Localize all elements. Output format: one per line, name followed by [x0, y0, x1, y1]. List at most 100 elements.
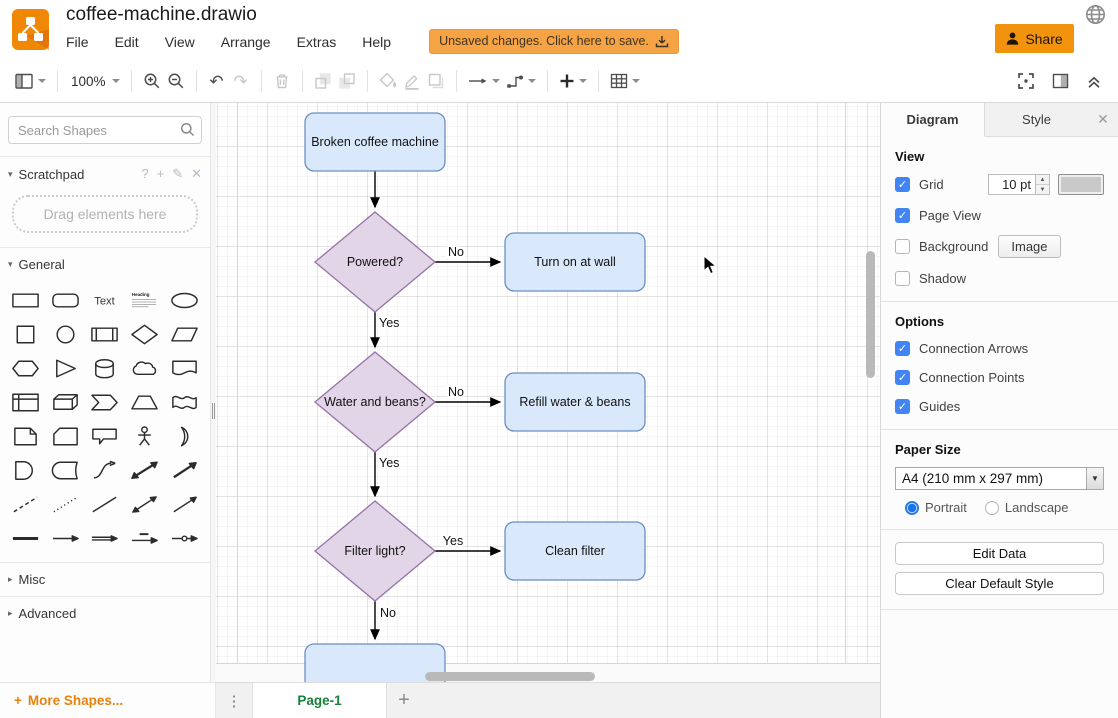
collapse-toolbar-button[interactable] — [1082, 67, 1106, 95]
shape-cylinder-icon[interactable] — [85, 357, 125, 380]
view-panels-button[interactable] — [12, 67, 49, 95]
menu-edit[interactable]: Edit — [114, 33, 139, 50]
node-filter-light[interactable] — [313, 500, 437, 602]
scratchpad-header[interactable]: ▾ Scratchpad ? + ✎ ✕ — [0, 156, 210, 191]
search-shapes-input[interactable] — [8, 116, 202, 144]
language-globe-icon[interactable] — [1085, 4, 1106, 25]
shape-tape-icon[interactable] — [164, 391, 204, 414]
shape-parallelogram-icon[interactable] — [164, 323, 204, 346]
share-button[interactable]: Share — [995, 24, 1074, 53]
edge-label[interactable]: No — [446, 243, 466, 261]
shadow-checkbox[interactable] — [895, 270, 910, 286]
node-refill-water-beans[interactable] — [504, 372, 646, 432]
diagram-canvas[interactable]: No Yes No Yes Yes No Broken coffee machi… — [216, 103, 880, 682]
node-water-and-beans[interactable] — [313, 351, 437, 453]
waypoint-style-button[interactable] — [503, 67, 539, 95]
redo-button[interactable]: ↷ — [233, 71, 248, 91]
shape-triangle-icon[interactable] — [46, 357, 86, 380]
table-button[interactable] — [607, 67, 643, 95]
shape-rounded-rectangle-icon[interactable] — [46, 289, 86, 312]
insert-button[interactable] — [556, 67, 590, 95]
shape-bidirectional-connector-icon[interactable] — [125, 493, 165, 516]
portrait-radio[interactable] — [905, 500, 919, 515]
shape-document-icon[interactable] — [164, 357, 204, 380]
close-panel-icon[interactable]: ✕ — [1097, 111, 1109, 127]
menu-file[interactable]: File — [66, 33, 89, 50]
to-back-button[interactable] — [335, 67, 359, 95]
edge-label[interactable]: Yes — [377, 454, 401, 472]
shape-cloud-icon[interactable] — [125, 357, 165, 380]
grid-size-input[interactable] — [988, 174, 1036, 195]
shape-link-icon[interactable] — [85, 527, 125, 550]
pages-menu-button[interactable]: ⋮ — [226, 692, 242, 710]
grid-size-stepper[interactable]: ▲▼ — [1036, 174, 1050, 195]
delete-button[interactable] — [270, 67, 294, 95]
scratchpad-add-icon[interactable]: + — [156, 166, 165, 181]
edge-label[interactable]: Yes — [377, 314, 401, 332]
edge-label[interactable]: Yes — [441, 532, 465, 550]
edge-label[interactable]: No — [446, 383, 466, 401]
tab-style[interactable]: Style — [1022, 112, 1051, 127]
undo-button[interactable]: ↶ — [209, 71, 224, 91]
format-panel-toggle-button[interactable] — [1048, 67, 1072, 95]
shape-label-arrow-icon[interactable] — [125, 527, 165, 550]
menu-help[interactable]: Help — [362, 33, 392, 50]
edge-label[interactable]: No — [378, 604, 398, 622]
grid-checkbox[interactable]: ✓ — [895, 177, 910, 192]
shape-bidirectional-arrow-icon[interactable] — [125, 459, 165, 482]
shape-directional-connector-icon[interactable] — [164, 493, 204, 516]
menu-view[interactable]: View — [164, 33, 195, 50]
menu-arrange[interactable]: Arrange — [220, 33, 271, 50]
tab-page-1[interactable]: Page-1 — [252, 683, 387, 718]
shape-hexagon-icon[interactable] — [6, 357, 46, 380]
section-general[interactable]: ▾ General — [0, 247, 210, 281]
shape-and-icon[interactable] — [6, 459, 46, 482]
shape-internal-storage-icon[interactable] — [6, 391, 46, 414]
grid-color-swatch[interactable] — [1058, 174, 1104, 195]
landscape-radio[interactable] — [984, 500, 999, 515]
zoom-in-button[interactable] — [140, 67, 164, 95]
shape-curve-icon[interactable] — [85, 459, 125, 482]
to-front-button[interactable] — [311, 67, 335, 95]
fill-color-button[interactable] — [376, 67, 400, 95]
shape-dotted-line-icon[interactable] — [46, 493, 86, 516]
shape-process-icon[interactable] — [85, 323, 125, 346]
shape-horizontal-line-icon[interactable] — [6, 527, 46, 550]
shape-circle-icon[interactable] — [46, 323, 86, 346]
shape-diamond-icon[interactable] — [125, 323, 165, 346]
shape-note-icon[interactable] — [6, 425, 46, 448]
shape-horizontal-arrow-icon[interactable] — [46, 527, 86, 550]
shape-arrow-icon[interactable] — [164, 459, 204, 482]
shape-callout-icon[interactable] — [85, 425, 125, 448]
zoom-out-button[interactable] — [164, 67, 188, 95]
line-color-button[interactable] — [400, 67, 424, 95]
scratchpad-help-icon[interactable]: ? — [141, 166, 149, 181]
section-misc[interactable]: ▸ Misc — [0, 562, 210, 596]
shape-square-icon[interactable] — [6, 323, 46, 346]
node-powered[interactable] — [313, 211, 437, 313]
menu-extras[interactable]: Extras — [296, 33, 337, 50]
shape-card-icon[interactable] — [46, 425, 86, 448]
edit-data-button[interactable]: Edit Data — [895, 542, 1104, 565]
connection-style-button[interactable] — [465, 67, 503, 95]
shape-trapezoid-icon[interactable] — [125, 391, 165, 414]
connection-points-checkbox[interactable]: ✓ — [895, 369, 910, 385]
add-page-button[interactable]: + — [398, 689, 410, 711]
background-checkbox[interactable] — [895, 239, 910, 254]
more-shapes-button[interactable]: + More Shapes... — [14, 693, 123, 708]
shape-connector-endpoint-icon[interactable] — [164, 527, 204, 550]
shape-data-storage-icon[interactable] — [46, 459, 86, 482]
shadow-button[interactable] — [424, 67, 448, 95]
shape-step-icon[interactable] — [85, 391, 125, 414]
shape-dashed-line-icon[interactable] — [6, 493, 46, 516]
section-advanced[interactable]: ▸ Advanced — [0, 596, 210, 630]
vertical-scrollbar[interactable] — [866, 251, 875, 378]
node-clean-filter[interactable] — [504, 521, 646, 581]
node-turn-on-at-wall[interactable] — [504, 232, 646, 292]
shape-text-icon[interactable]: Text — [85, 289, 125, 312]
scratchpad-close-icon[interactable]: ✕ — [191, 166, 202, 181]
unsaved-changes-banner[interactable]: Unsaved changes. Click here to save. — [429, 29, 679, 54]
shape-actor-icon[interactable] — [125, 425, 165, 448]
shape-or-icon[interactable] — [164, 425, 204, 448]
guides-checkbox[interactable]: ✓ — [895, 398, 910, 414]
